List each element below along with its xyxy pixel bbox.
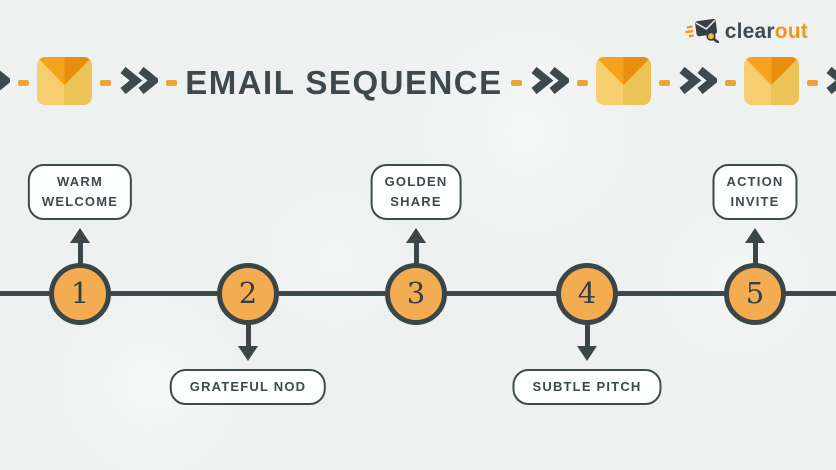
arrow-up-icon (406, 228, 426, 266)
step-number: 1 (70, 275, 90, 310)
step-label: GOLDEN SHARE (370, 164, 462, 221)
arrow-down-icon (238, 323, 258, 361)
dash (510, 80, 522, 86)
step-circle: 2 (217, 263, 279, 325)
logo-wordmark: clearout (725, 21, 808, 42)
arrow-up-icon (70, 228, 90, 266)
step-label: SUBTLE PITCH (512, 369, 662, 406)
dash (724, 80, 736, 86)
step-label-text: WARM WELCOME (41, 174, 119, 210)
step-number: 2 (238, 275, 258, 310)
mail-magnifier-icon (684, 15, 720, 48)
step-label-text: SUBTLE PITCH (532, 379, 642, 394)
chevron-right-icon (0, 67, 10, 99)
double-chevron-right-icon (119, 67, 158, 99)
double-chevron-right-icon (530, 67, 569, 99)
step-label: WARM WELCOME (27, 164, 133, 221)
envelope-icon (37, 57, 92, 110)
step-circle: 5 (724, 263, 786, 325)
step-label-text: ACTION INVITE (726, 174, 784, 210)
logo-text-clear: clear (724, 20, 775, 43)
page-title: EMAIL SEQUENCE (185, 64, 503, 101)
logo-text-out: out (774, 20, 808, 43)
clearout-logo: clearout (684, 15, 808, 48)
arrow-up-icon (745, 228, 765, 266)
dash (166, 80, 178, 86)
step-number: 4 (577, 275, 597, 310)
header-flow: EMAIL SEQUENCE (0, 56, 836, 110)
arrow-down-icon (577, 323, 597, 361)
envelope-icon (596, 57, 651, 110)
step-circle: 3 (385, 263, 447, 325)
step-circle: 1 (49, 263, 111, 325)
chevron-right-icon (826, 67, 836, 99)
dash (100, 80, 112, 86)
step-number: 5 (745, 275, 765, 310)
dash (806, 80, 818, 86)
envelope-icon (744, 57, 799, 110)
dash (658, 80, 670, 86)
step-label: GRATEFUL NOD (169, 369, 327, 406)
double-chevron-right-icon (678, 67, 717, 99)
dash (18, 80, 30, 86)
step-number: 3 (406, 275, 426, 310)
step-label-text: GRATEFUL NOD (189, 379, 307, 394)
step-label-text: GOLDEN SHARE (384, 174, 448, 210)
dash (576, 80, 588, 86)
step-label: ACTION INVITE (712, 164, 798, 221)
step-circle: 4 (556, 263, 618, 325)
